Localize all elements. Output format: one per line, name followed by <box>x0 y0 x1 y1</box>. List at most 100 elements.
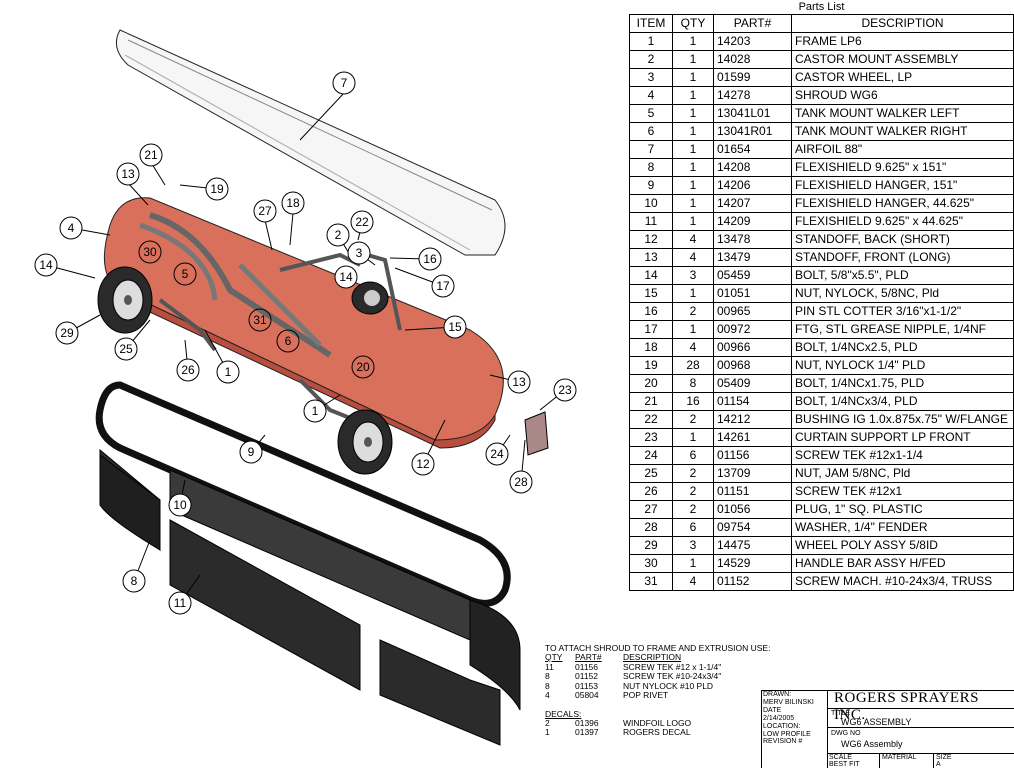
balloon: 23 <box>553 378 577 402</box>
cell-qty: 3 <box>672 266 714 285</box>
cell-qty: 1 <box>672 194 714 213</box>
shroud-cell: POP RIVET <box>623 690 669 700</box>
balloon: 18 <box>281 191 305 215</box>
shroud-cell: 4 <box>545 690 550 700</box>
svg-text:13: 13 <box>121 167 135 181</box>
curtain-support-part <box>524 411 549 456</box>
balloon: 31 <box>248 308 272 332</box>
dwg-number: WG6 Assembly <box>841 739 903 749</box>
svg-text:1: 1 <box>312 404 319 418</box>
decal-cell: 01397 <box>575 727 599 737</box>
wheel-left <box>97 266 153 334</box>
balloon: 19 <box>205 177 229 201</box>
shroud-cell: NUT NYLOCK #10 PLD <box>623 680 714 691</box>
cell-description: BOLT, 5/8"x5.5", PLD <box>791 266 1014 285</box>
svg-text:29: 29 <box>60 326 74 340</box>
cell-qty: 16 <box>672 392 714 411</box>
svg-text:15: 15 <box>448 320 462 334</box>
shroud-cell: 01152 <box>575 671 599 681</box>
header-part-number: PART# <box>713 14 792 33</box>
decal-cell: 2 <box>545 717 550 728</box>
cell-part-number: 01051 <box>713 284 792 303</box>
svg-text:21: 21 <box>144 148 158 162</box>
svg-text:20: 20 <box>356 360 370 374</box>
drawn-by: MERV BILINSKI <box>763 699 814 706</box>
cell-description: PLUG, 1" SQ. PLASTIC <box>791 500 1014 519</box>
cell-qty: 1 <box>672 140 714 159</box>
cell-item: 27 <box>629 500 673 519</box>
title-block: DRAWN: MERV BILINSKI DATE 2/14/2005 LOCA… <box>761 690 1014 768</box>
cell-qty: 1 <box>672 68 714 87</box>
cell-qty: 8 <box>672 374 714 393</box>
svg-text:14: 14 <box>339 270 353 284</box>
cell-description: FLEXISHIELD 9.625" x 151" <box>791 158 1014 177</box>
balloon: 17 <box>431 274 455 298</box>
balloon: 15 <box>443 315 467 339</box>
cell-part-number: 14475 <box>713 536 792 555</box>
svg-text:17: 17 <box>436 279 450 293</box>
cell-qty: 2 <box>672 482 714 501</box>
cell-item: 26 <box>629 482 673 501</box>
cell-qty: 4 <box>672 248 714 267</box>
cell-item: 15 <box>629 284 673 303</box>
cell-part-number: 01654 <box>713 140 792 159</box>
cell-part-number: 14212 <box>713 410 792 429</box>
balloon: 28 <box>509 470 533 494</box>
cell-description: SCREW MACH. #10-24x3/4, TRUSS <box>791 572 1014 591</box>
revision-label: REVISION # <box>763 738 803 745</box>
cell-part-number: 01599 <box>713 68 792 87</box>
location-value: LOW PROFILE <box>763 731 811 738</box>
cell-item: 23 <box>629 428 673 447</box>
cell-item: 5 <box>629 104 673 123</box>
svg-text:18: 18 <box>286 196 300 210</box>
svg-text:27: 27 <box>258 204 272 218</box>
cell-item: 4 <box>629 86 673 105</box>
cell-qty: 1 <box>672 320 714 339</box>
cell-description: CASTOR MOUNT ASSEMBLY <box>791 50 1014 69</box>
date-label: DATE <box>763 707 782 714</box>
cell-qty: 2 <box>672 500 714 519</box>
cell-qty: 1 <box>672 158 714 177</box>
balloon: 1 <box>303 399 327 423</box>
cell-item: 17 <box>629 320 673 339</box>
decal-cell: WINDFOIL LOGO <box>623 717 692 728</box>
svg-text:6: 6 <box>285 334 292 348</box>
cell-description: SHROUD WG6 <box>791 86 1014 105</box>
cell-part-number: 05409 <box>713 374 792 393</box>
cell-description: FLEXISHIELD 9.625" x 44.625" <box>791 212 1014 231</box>
cell-qty: 1 <box>672 50 714 69</box>
airfoil-part <box>115 29 506 256</box>
cell-part-number: 09754 <box>713 518 792 537</box>
cell-description: TANK MOUNT WALKER RIGHT <box>791 122 1014 141</box>
cell-item: 11 <box>629 212 673 231</box>
svg-text:19: 19 <box>210 182 224 196</box>
cell-item: 2 <box>629 50 673 69</box>
cell-item: 16 <box>629 302 673 321</box>
cell-qty: 2 <box>672 464 714 483</box>
cell-item: 3 <box>629 68 673 87</box>
cell-qty: 4 <box>672 338 714 357</box>
balloon: 9 <box>239 440 263 464</box>
svg-text:16: 16 <box>423 252 437 266</box>
cell-description: NUT, NYLOCK, 5/8NC, Pld <box>791 284 1014 303</box>
balloon: 2 <box>326 223 350 247</box>
title-label: TITLE <box>831 710 851 717</box>
cell-qty: 2 <box>672 410 714 429</box>
balloon: 14 <box>334 265 358 289</box>
cell-qty: 2 <box>672 302 714 321</box>
cell-item: 22 <box>629 410 673 429</box>
cell-item: 13 <box>629 248 673 267</box>
svg-text:13: 13 <box>512 375 526 389</box>
cell-part-number: 14278 <box>713 86 792 105</box>
balloon: 26 <box>176 358 200 382</box>
balloon: 11 <box>168 591 192 615</box>
cell-qty: 1 <box>672 104 714 123</box>
balloon: 3 <box>347 241 371 265</box>
cell-description: BOLT, 1/4NCx2.5, PLD <box>791 338 1014 357</box>
svg-text:22: 22 <box>355 215 369 229</box>
